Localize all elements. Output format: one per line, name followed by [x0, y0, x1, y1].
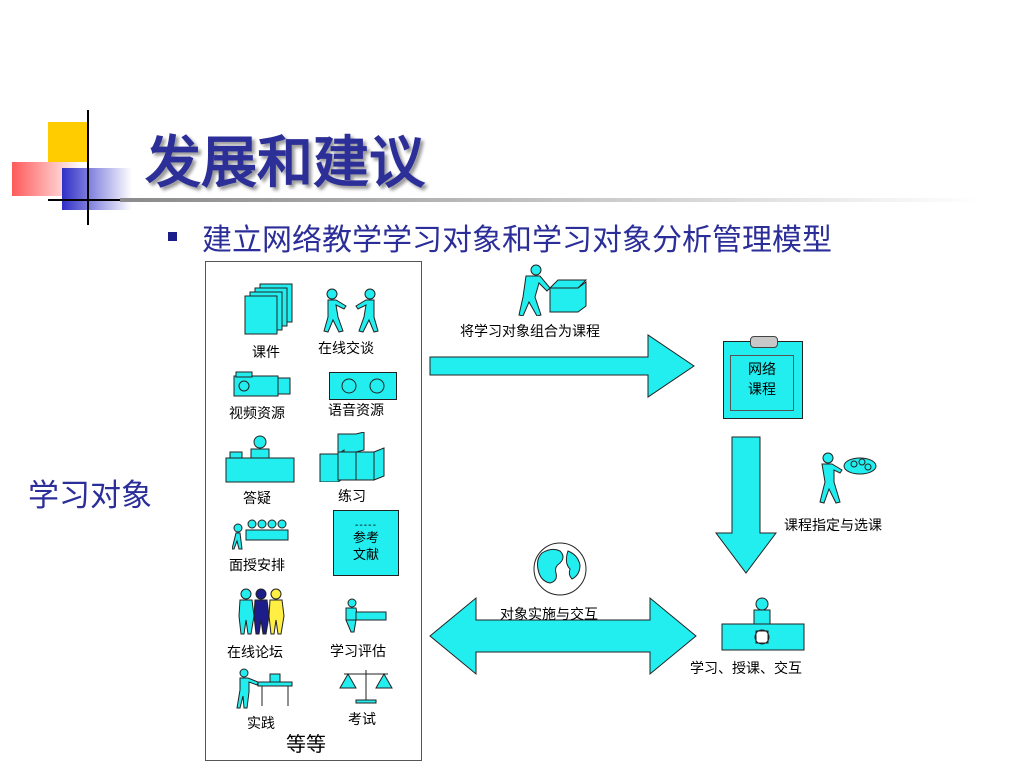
corner-decoration [12, 110, 132, 225]
face-to-face-label: 面授安排 [229, 558, 285, 574]
network-course-line1: 网络 [748, 362, 776, 378]
person-packing-box-icon [518, 264, 588, 316]
bidirectional-arrow [429, 596, 697, 676]
clipboard-clip-icon [750, 336, 778, 348]
document-stack-icon [244, 283, 293, 335]
globe-icon [533, 542, 587, 596]
network-course-clipboard: 网络 课程 [723, 336, 803, 419]
lab-label: 实践 [247, 716, 275, 732]
video-camera-icon [233, 371, 291, 397]
learning-objects-label: 学习对象 [28, 478, 152, 514]
reference-label-line1: 参考 [352, 531, 379, 546]
network-course-line2: 课程 [748, 382, 776, 398]
person-with-bouquet-icon [819, 452, 877, 504]
page-title: 发展和建议 [145, 131, 425, 196]
learn-label: 学习、授课、交互 [690, 661, 802, 677]
network-course-sheet: 网络 课程 [730, 355, 794, 411]
etc-label: 等等 [286, 732, 326, 756]
audio-label: 语音资源 [328, 403, 384, 419]
video-label: 视频资源 [229, 406, 285, 422]
blocks-icon [319, 432, 385, 482]
down-arrow [715, 436, 777, 574]
combine-label: 将学习对象组合为课程 [460, 324, 600, 340]
practice-label: 练习 [338, 489, 366, 505]
courseware-label: 课件 [252, 345, 280, 361]
class-group-icon [232, 519, 289, 550]
assessment-label: 学习评估 [330, 644, 386, 660]
people-talking-icon [323, 288, 379, 333]
bullet-icon [168, 232, 177, 241]
online-chat-label: 在线交谈 [318, 341, 374, 357]
scales-icon [339, 670, 393, 704]
assign-label: 课程指定与选课 [784, 518, 882, 534]
right-arrow [429, 334, 695, 398]
cassette-icon [329, 372, 397, 400]
reference-dash-decoration: ----- [355, 520, 377, 531]
implement-label: 对象实施与交互 [500, 607, 598, 623]
title-underline [120, 198, 980, 202]
person-working-icon [236, 668, 293, 709]
reference-label-line2: 文献 [352, 548, 379, 563]
forum-label: 在线论坛 [227, 645, 283, 661]
reference-documents-box: ----- 参考 文献 [333, 510, 399, 576]
exam-label: 考试 [348, 712, 376, 728]
person-at-desk-icon [225, 435, 295, 483]
subtitle: 建立网络教学学习对象和学习对象分析管理模型 [202, 223, 832, 258]
group-people-icon [238, 588, 285, 635]
learner-at-desk-icon [721, 597, 805, 651]
person-writing-icon [345, 598, 387, 633]
qa-label: 答疑 [243, 491, 271, 507]
